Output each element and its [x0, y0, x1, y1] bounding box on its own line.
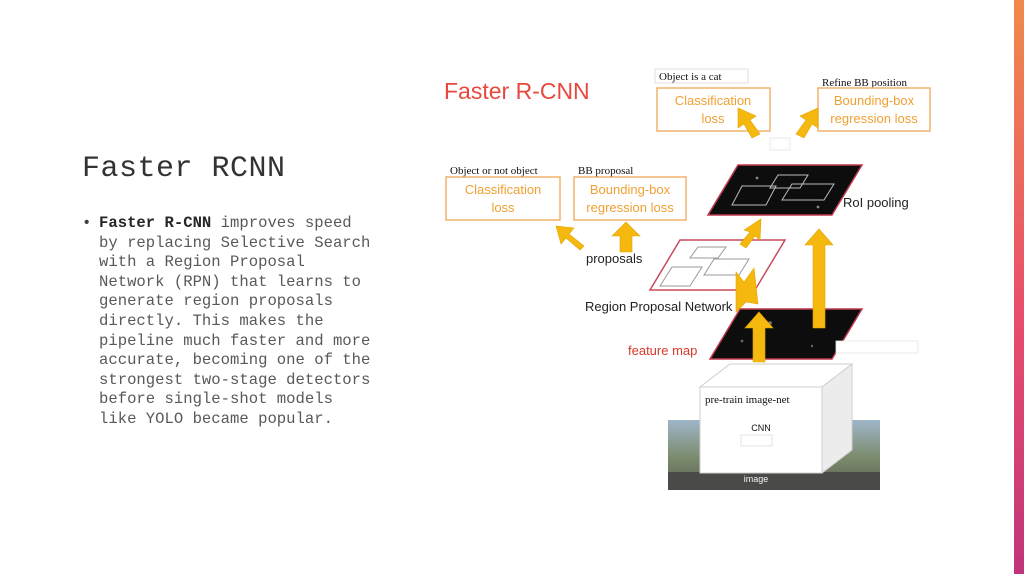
rpn-bbox-regression-loss: BB proposal Bounding-box regression loss [573, 165, 687, 221]
loss-box [573, 176, 687, 221]
caption-object-is-a-cat: Object is a cat [659, 71, 722, 83]
activation-dot [810, 344, 814, 348]
arrow-up-icon [744, 311, 774, 363]
loss-box-line1: Classification [465, 182, 542, 197]
roi-region [769, 174, 809, 189]
arrow-up-icon [611, 221, 641, 253]
caption-refine-bb-position: Refine BB position [822, 77, 907, 89]
top-classification-loss: Object is a cat Classification loss [654, 68, 771, 132]
feature-map-label: feature map [628, 343, 697, 358]
roi-region [781, 183, 835, 201]
bullet-dot: • [82, 214, 92, 232]
proposal-box [703, 258, 750, 276]
diagram-heading: Faster R-CNN [444, 78, 590, 104]
proposal-box [659, 266, 703, 287]
proposals-label: proposals [586, 251, 643, 266]
loss-box-line2: loss [491, 200, 515, 215]
arrow-up-icon [555, 225, 585, 251]
proposal-box [689, 246, 727, 259]
bullet-list: • Faster R-CNN improves speed by replaci… [82, 214, 372, 430]
activation-dot [740, 339, 744, 343]
caption-bb-proposal: BB proposal [578, 165, 633, 177]
cnn-block: pre-train image-net CNN image [668, 362, 880, 490]
cnn-box-front [699, 386, 823, 474]
image-road [668, 472, 880, 490]
caption-object-or-not-object: Object or not object [450, 165, 538, 177]
activation-dot [816, 205, 820, 209]
loss-box-line2: regression loss [586, 200, 674, 215]
arrow-up-icon [795, 107, 819, 139]
accent-bar [1014, 0, 1024, 574]
loss-box-line1: Bounding-box [590, 182, 671, 197]
cnn-box-label: CNN [751, 423, 771, 433]
top-bbox-regression-loss: Refine BB position Bounding-box regressi… [817, 77, 931, 132]
arrow-up-icon [737, 107, 761, 139]
rpn-label: Region Proposal Network [585, 299, 733, 314]
flow-arrows [555, 107, 834, 363]
loss-box-line2: regression loss [830, 111, 918, 126]
proposals-layer [648, 239, 787, 291]
cnn-label-box [740, 434, 773, 447]
loss-box [445, 176, 561, 221]
activation-dot [755, 176, 759, 180]
loss-box-line1: Bounding-box [834, 93, 915, 108]
arrow-up-icon [804, 228, 834, 329]
bullet-term: Faster R-CNN [99, 214, 212, 232]
rpn-classification-loss: Object or not object Classification loss [445, 165, 561, 221]
roi-pooling-layer [706, 164, 864, 216]
bullet-item: Faster R-CNN improves speed by replacing… [99, 214, 372, 430]
arrow-up-icon [739, 218, 762, 249]
bullet-body: improves speed by replacing Selective Se… [99, 214, 371, 428]
side-placeholder-box [835, 340, 919, 354]
image-label: image [744, 474, 769, 484]
caption-underline [654, 68, 749, 84]
slide-title: Faster RCNN [82, 152, 286, 186]
arrow-up-icon [735, 267, 759, 313]
roi-region [731, 185, 777, 206]
loss-box-line2: loss [701, 111, 725, 126]
loss-box [817, 87, 931, 132]
cnn-box-caption: pre-train image-net [705, 394, 790, 406]
loss-box-line1: Classification [675, 93, 752, 108]
roi-pooling-label: RoI pooling [843, 195, 909, 210]
roi-pooling-plane [706, 164, 864, 216]
connector-square [769, 137, 791, 151]
